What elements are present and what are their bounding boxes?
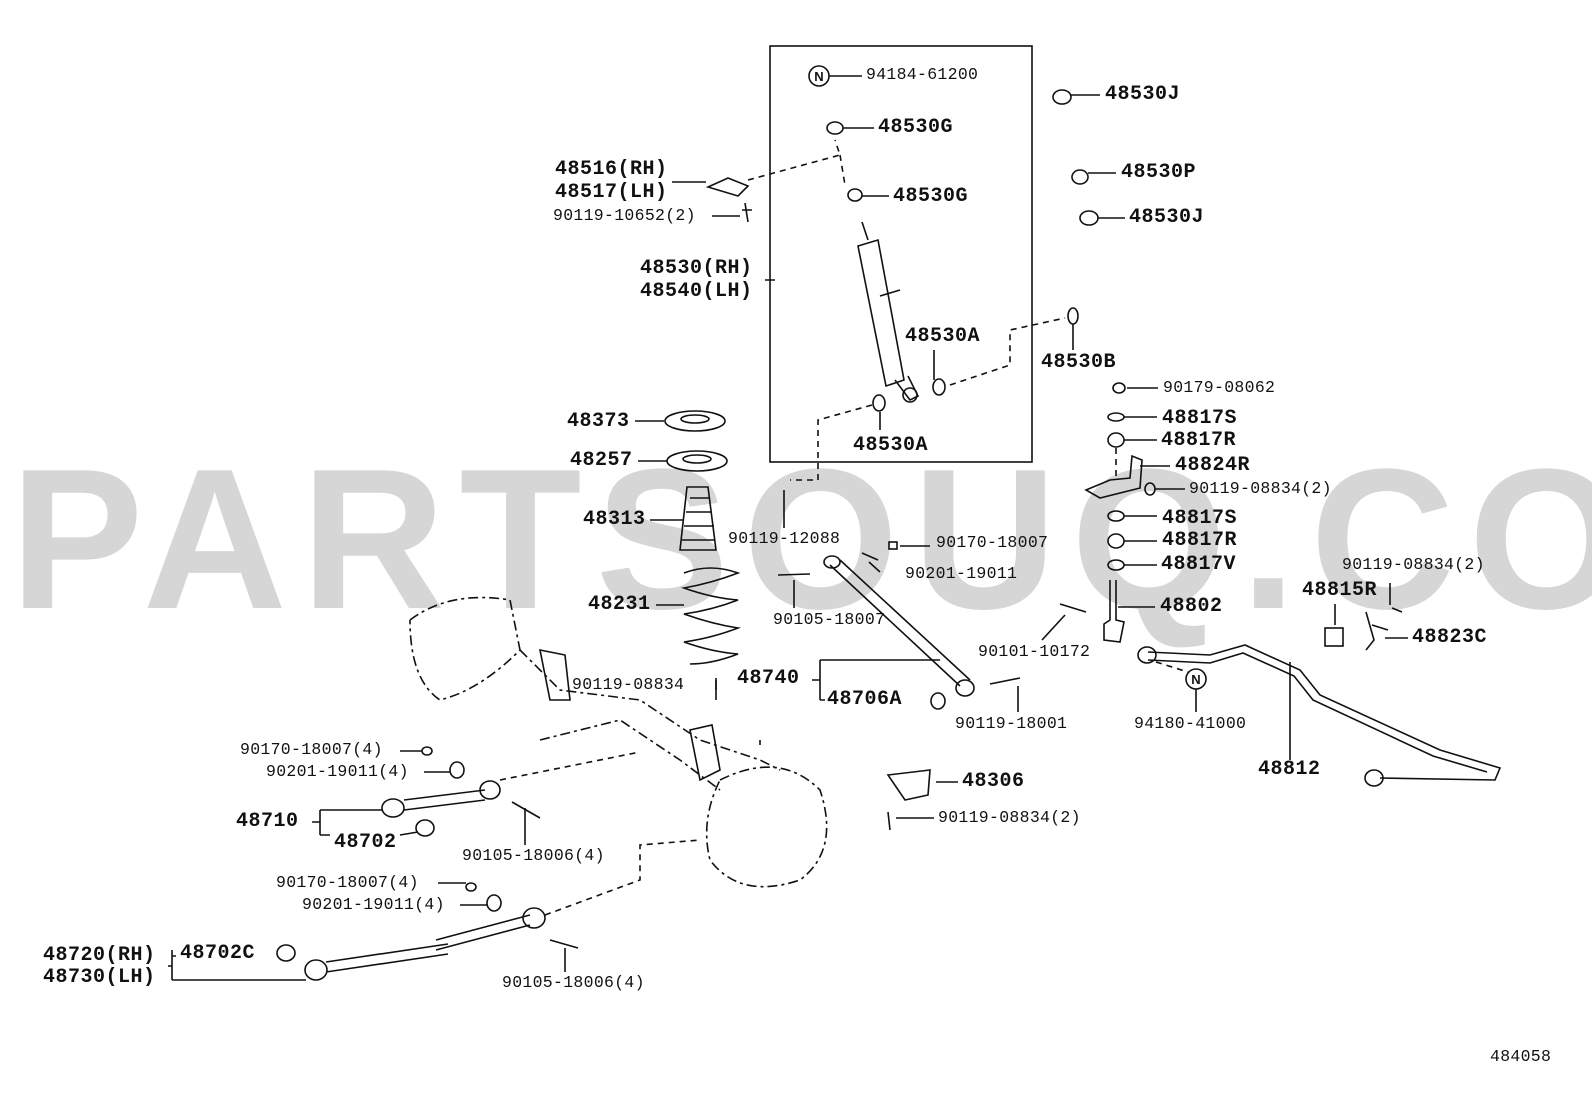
part-label[interactable]: 48823C (1412, 626, 1488, 649)
part-label[interactable]: 48706A (827, 688, 903, 711)
part-label[interactable]: 48802 (1160, 595, 1223, 618)
part-label[interactable]: 48817S (1162, 407, 1238, 430)
leader-lines (168, 75, 1408, 981)
part-label[interactable]: 90119-12088 (728, 529, 841, 548)
part-label[interactable]: 48815R (1302, 579, 1378, 602)
shock-absorber (857, 221, 920, 403)
part-label[interactable]: 90105-18006(4) (502, 973, 645, 992)
part-label[interactable]: 48812 (1258, 758, 1321, 781)
stabilizer-bar (1137, 644, 1502, 787)
part-label[interactable]: 48306 (962, 770, 1025, 793)
part-label[interactable]: 48530J (1105, 83, 1181, 106)
part-label[interactable]: 48824R (1175, 454, 1251, 477)
part-label[interactable]: 48231 (588, 593, 651, 616)
part-label[interactable]: 48530B (1041, 351, 1117, 374)
part-label[interactable]: 90101-10172 (978, 642, 1091, 661)
part-label[interactable]: 48530G (878, 116, 954, 139)
part-label[interactable]: 90119-10652(2) (553, 206, 696, 225)
part-label[interactable]: 48516(RH) (555, 158, 668, 181)
part-label[interactable]: 48257 (570, 449, 633, 472)
part-label[interactable]: 48530A (853, 434, 929, 457)
part-label[interactable]: 48517(LH) (555, 181, 668, 204)
part-label[interactable]: 48730(LH) (43, 966, 156, 989)
part-label[interactable]: 90105-18006(4) (462, 846, 605, 865)
part-label[interactable]: 48817R (1162, 529, 1238, 552)
dashed-assembly-lines (499, 139, 1189, 916)
part-label[interactable]: 90119-08834(2) (1189, 479, 1332, 498)
axle-housing (409, 596, 828, 888)
part-label[interactable]: 90170-18007(4) (276, 873, 419, 892)
part-label[interactable]: 48817V (1161, 553, 1237, 576)
lateral-rod (777, 541, 1087, 697)
n-badge-icon: N (808, 65, 830, 87)
part-label[interactable]: 94180-41000 (1134, 714, 1247, 733)
part-label[interactable]: 48373 (567, 410, 630, 433)
part-label[interactable]: 48702 (334, 831, 397, 854)
brackets (538, 648, 931, 831)
part-label[interactable]: 48313 (583, 508, 646, 531)
part-label[interactable]: 48530G (893, 185, 969, 208)
part-label[interactable]: 90119-08834(2) (1342, 555, 1485, 574)
control-arms (276, 746, 579, 981)
n-badge-icon: N (1185, 668, 1207, 690)
part-label[interactable]: 48540(LH) (640, 280, 753, 303)
part-label[interactable]: 48702C (180, 942, 256, 965)
shock-absorber-group-box (769, 45, 1033, 463)
diagram-id: 484058 (1490, 1047, 1552, 1066)
svg-text:N: N (1191, 672, 1200, 687)
part-label[interactable]: 90105-18007 (773, 610, 886, 629)
part-label[interactable]: 48740 (737, 667, 800, 690)
part-label[interactable]: 48530(RH) (640, 257, 753, 280)
watermark: PARTSOUQ.COM (10, 428, 1592, 651)
part-label[interactable]: 94184-61200 (866, 65, 979, 84)
part-label[interactable]: 48817S (1162, 507, 1238, 530)
part-label[interactable]: 90179-08062 (1163, 378, 1276, 397)
part-label[interactable]: 48530A (905, 325, 981, 348)
part-label[interactable]: 90119-08834 (572, 675, 685, 694)
svg-text:N: N (814, 69, 823, 84)
part-label[interactable]: 48710 (236, 810, 299, 833)
part-label[interactable]: 90170-18007 (936, 533, 1049, 552)
spring-and-seats (664, 410, 742, 665)
part-label[interactable]: 90201-19011(4) (302, 895, 445, 914)
part-label[interactable]: 90201-19011(4) (266, 762, 409, 781)
part-label[interactable]: 48530P (1121, 161, 1197, 184)
part-label[interactable]: 48720(RH) (43, 944, 156, 967)
part-label[interactable]: 90170-18007(4) (240, 740, 383, 759)
part-label[interactable]: 90119-08834(2) (938, 808, 1081, 827)
part-label[interactable]: 48817R (1161, 429, 1237, 452)
part-label[interactable]: 90201-19011 (905, 564, 1018, 583)
part-label[interactable]: 90119-18001 (955, 714, 1068, 733)
part-label[interactable]: 48530J (1129, 206, 1205, 229)
